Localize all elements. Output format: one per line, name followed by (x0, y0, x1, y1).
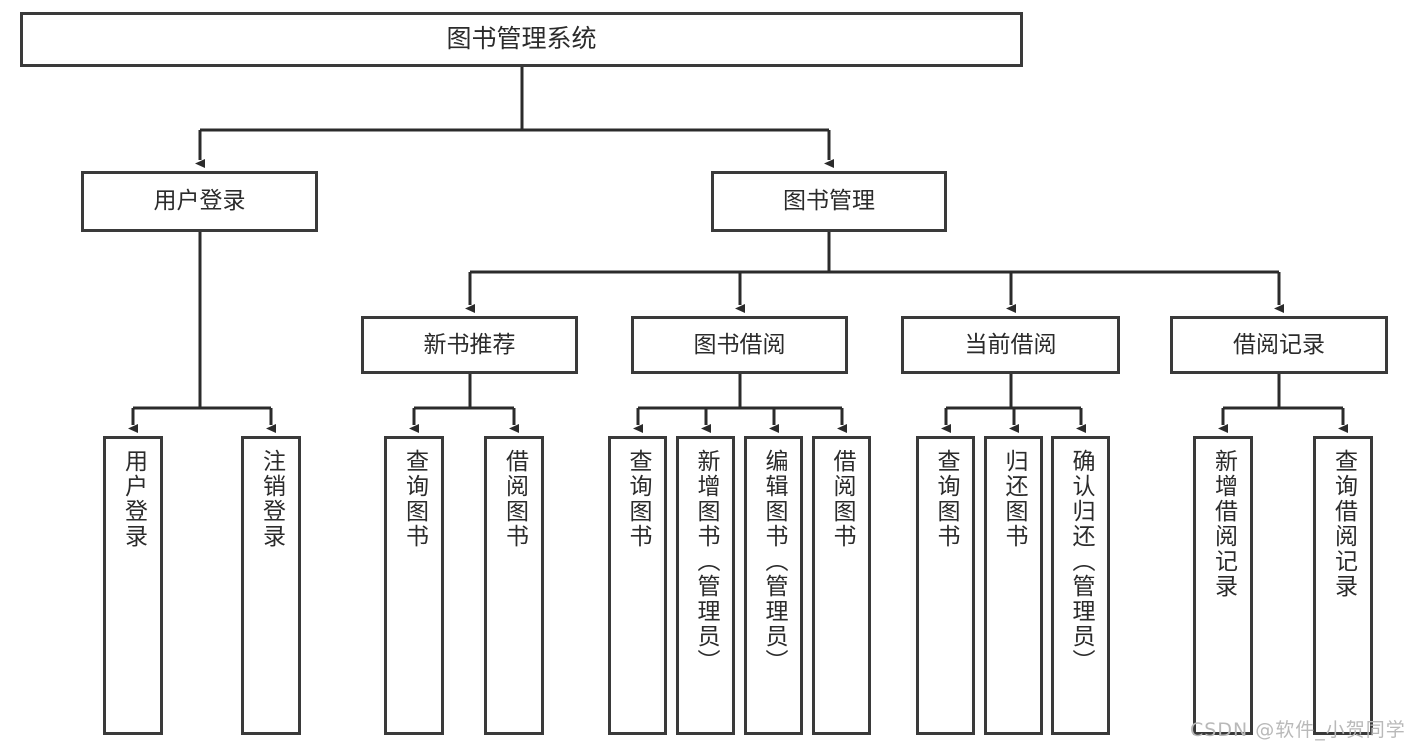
node-label: 当前借阅 (964, 331, 1057, 358)
node-bookmgmt[interactable]: 图书管理 (711, 171, 947, 232)
node-label: 新增借阅记录 (1210, 449, 1237, 599)
node-l-logout[interactable]: 注销登录 (241, 436, 301, 735)
node-label: 图书借阅 (693, 331, 786, 358)
node-l-qrec[interactable]: 查询借阅记录 (1313, 436, 1373, 735)
node-label: 图书管理系统 (446, 24, 597, 54)
node-login[interactable]: 用户登录 (81, 171, 318, 232)
edge-group (128, 67, 1348, 433)
node-root[interactable]: 图书管理系统 (20, 12, 1023, 67)
node-l-borrow1[interactable]: 借阅图书 (484, 436, 544, 735)
node-label: 编辑图书（管理员） (761, 449, 787, 674)
node-l-confirm[interactable]: 确认归还（管理员） (1051, 436, 1110, 735)
node-label: 新增图书（管理员） (693, 449, 719, 674)
node-current[interactable]: 当前借阅 (901, 316, 1120, 374)
node-l-qbook2[interactable]: 查询图书 (608, 436, 667, 735)
node-l-qbook3[interactable]: 查询图书 (916, 436, 975, 735)
node-label: 图书管理 (783, 188, 875, 215)
node-label: 查询图书 (625, 449, 651, 549)
node-l-qbook1[interactable]: 查询图书 (384, 436, 444, 735)
node-newbook[interactable]: 新书推荐 (361, 316, 578, 374)
node-label: 借阅图书 (829, 449, 855, 549)
node-label: 用户登录 (153, 188, 246, 215)
node-label: 查询借阅记录 (1330, 449, 1357, 599)
node-label: 归还图书 (1001, 449, 1027, 549)
node-l-editbook[interactable]: 编辑图书（管理员） (744, 436, 803, 735)
node-label: 查询图书 (401, 449, 428, 549)
node-borrow[interactable]: 图书借阅 (631, 316, 848, 374)
watermark-text: CSDN @软件_小贺同学 (1190, 719, 1405, 741)
node-label: 确认归还（管理员） (1068, 449, 1094, 674)
node-l-userlogin[interactable]: 用户登录 (103, 436, 163, 735)
node-label: 查询图书 (933, 449, 959, 549)
node-records[interactable]: 借阅记录 (1170, 316, 1388, 374)
node-l-borrow2[interactable]: 借阅图书 (812, 436, 871, 735)
node-label: 新书推荐 (423, 331, 516, 358)
node-l-addbook[interactable]: 新增图书（管理员） (676, 436, 735, 735)
node-l-return[interactable]: 归还图书 (984, 436, 1043, 735)
node-label: 借阅记录 (1233, 331, 1325, 358)
node-label: 用户登录 (120, 449, 147, 549)
node-l-addrec[interactable]: 新增借阅记录 (1193, 436, 1253, 735)
node-label: 借阅图书 (501, 449, 528, 549)
node-label: 注销登录 (258, 449, 285, 549)
